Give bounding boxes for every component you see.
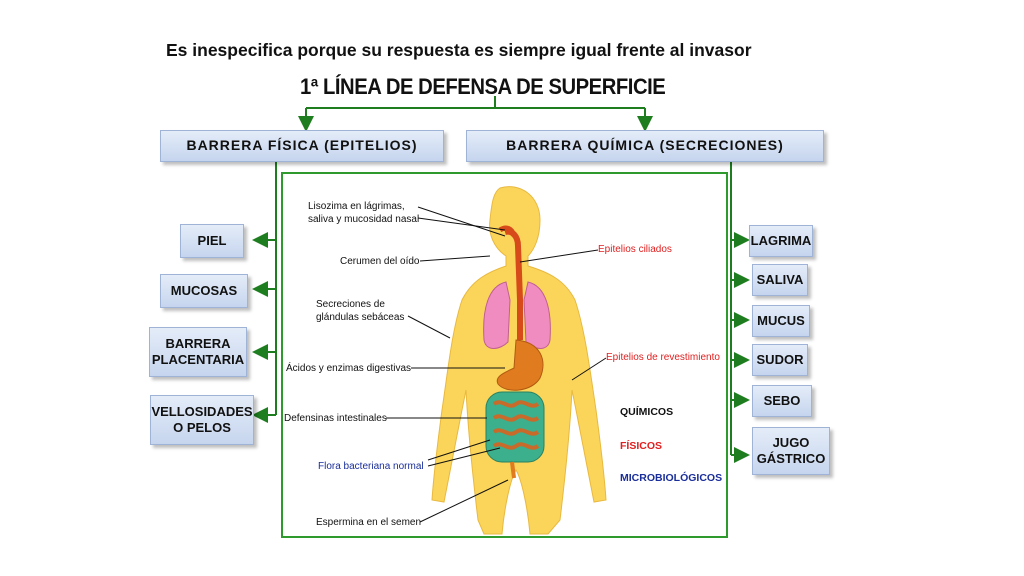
label-cerumen: Cerumen del oído xyxy=(340,255,420,268)
label-defensinas: Defensinas intestinales xyxy=(284,412,387,425)
label-acidos: Ácidos y enzimas digestivas xyxy=(286,362,411,375)
category-fisicos: FÍSICOS xyxy=(620,440,662,452)
label-epitelios-revestimiento: Epitelios de revestimiento xyxy=(606,351,720,364)
label-lisozima: Lisozima en lágrimas, saliva y mucosidad… xyxy=(308,200,419,226)
label-epitelios-ciliados: Epitelios ciliados xyxy=(598,243,672,256)
category-quimicos: QUÍMICOS xyxy=(620,406,673,418)
category-microbiologicos: MICROBIOLÓGICOS xyxy=(620,472,722,484)
label-secreciones: Secreciones de glándulas sebáceas xyxy=(316,298,404,324)
label-espermina: Espermina en el semen xyxy=(316,516,421,529)
label-flora: Flora bacteriana normal xyxy=(318,460,424,473)
